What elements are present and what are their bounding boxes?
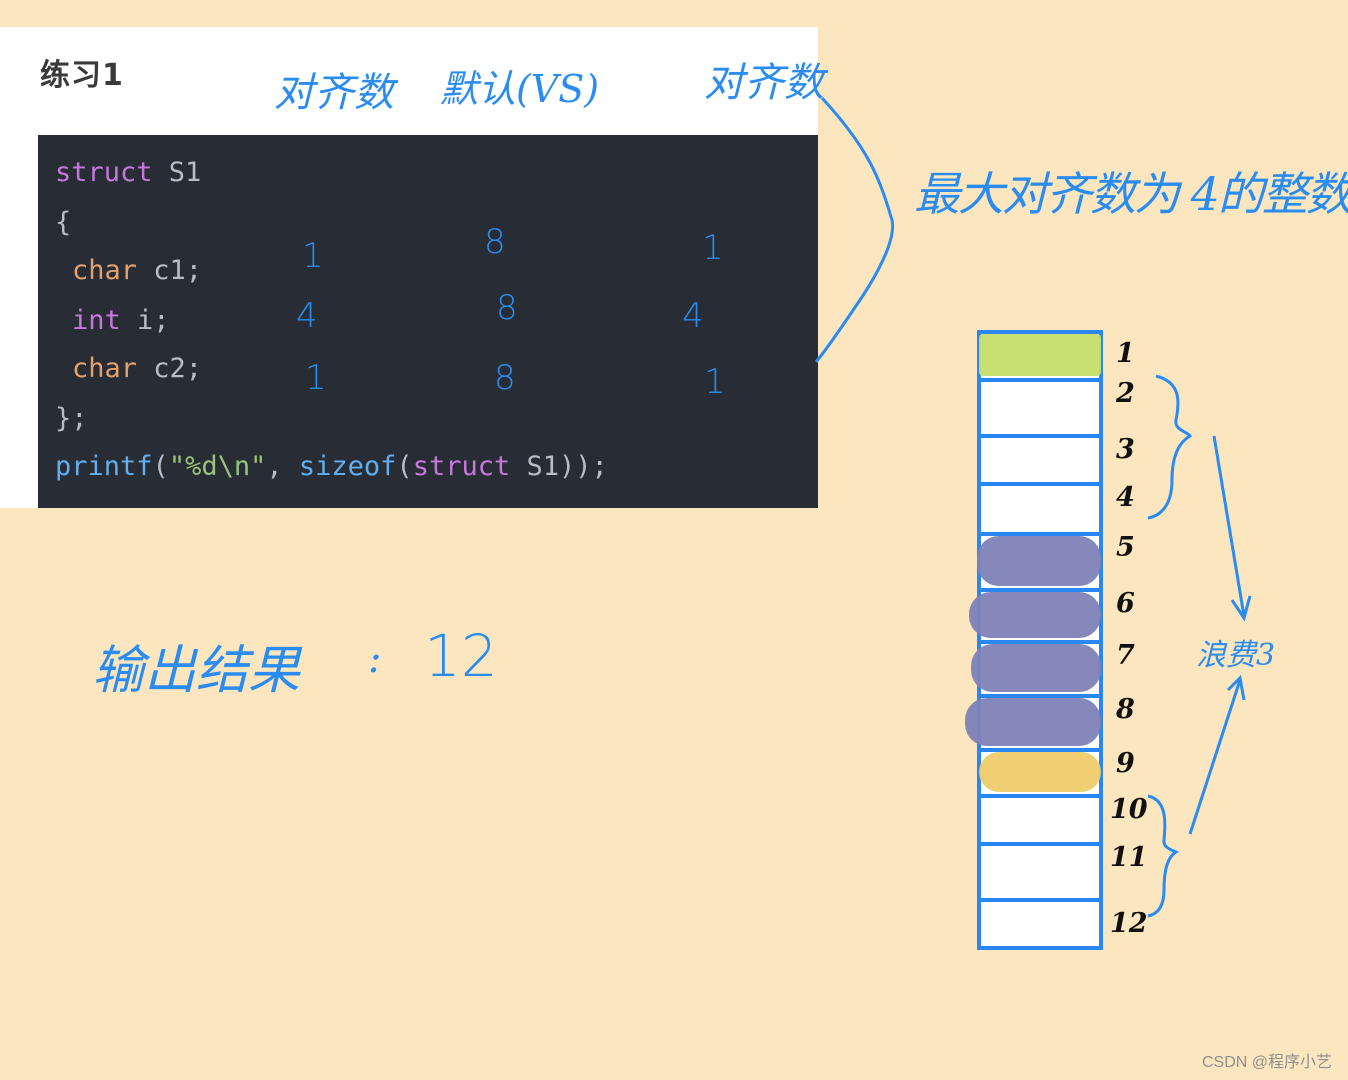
code-text: ( [152, 451, 169, 482]
memory-index: 11 [1110, 842, 1148, 873]
col1-value: 1 [305, 358, 327, 398]
memory-index: 1 [1116, 338, 1135, 369]
memory-fill-i [971, 644, 1101, 692]
col3-value: 1 [704, 362, 726, 402]
memory-cell [977, 378, 1103, 438]
memory-index: 10 [1110, 794, 1148, 825]
arrow-up-head [1226, 674, 1246, 701]
code-line-4: int i; [72, 305, 170, 336]
max-alignment-note: 最大对齐数为 4的整数倍 [914, 167, 1348, 221]
memory-fill-i [977, 536, 1101, 586]
output-value: 12 [424, 622, 498, 690]
arrow-down-head [1230, 595, 1252, 622]
code-line-6: }; [55, 403, 88, 434]
code-type: char [72, 353, 138, 384]
code-keyword: struct [412, 451, 511, 482]
memory-index: 12 [1110, 908, 1148, 939]
memory-fill-c2 [979, 752, 1101, 792]
col2-value: 8 [494, 358, 516, 398]
brace-waste-bottom [1147, 794, 1180, 918]
memory-fill-c1 [979, 334, 1101, 376]
code-line-5: char c2; [72, 353, 202, 384]
brace-waste-top [1147, 374, 1192, 520]
col3-value: 1 [702, 228, 724, 268]
code-line-3: char c1; [72, 255, 202, 286]
memory-index: 5 [1116, 532, 1135, 563]
code-function: printf [55, 451, 153, 482]
code-text: c2; [137, 353, 203, 384]
code-function: sizeof [298, 451, 397, 482]
code-block: struct S1 { char c1; int i; char c2; }; … [38, 135, 818, 508]
col2-value: 8 [496, 288, 518, 328]
memory-index: 2 [1116, 378, 1135, 409]
memory-index: 6 [1116, 588, 1135, 619]
watermark: CSDN @程序小艺 [1201, 1054, 1332, 1071]
col3-value: 4 [682, 296, 704, 336]
code-line-2: { [55, 207, 72, 238]
col-header-default: 默认(VS) [440, 67, 600, 111]
code-text: i; [120, 305, 170, 336]
output-separator: : [368, 636, 382, 682]
exercise-title: 练习1 [40, 58, 124, 93]
memory-index: 3 [1116, 434, 1135, 465]
output-label: 输出结果 [92, 641, 301, 701]
memory-index: 8 [1116, 694, 1135, 725]
col1-value: 1 [302, 236, 324, 276]
code-keyword: struct [55, 157, 153, 188]
code-line-7: printf("%d\n", sizeof(struct S1)); [55, 451, 608, 482]
code-text: , [266, 451, 299, 482]
col-header-align-2: 对齐数 [704, 60, 824, 106]
memory-fill-i [965, 698, 1101, 746]
code-line-1: struct S1 [55, 157, 201, 188]
code-type: char [72, 255, 138, 286]
code-type: int [72, 305, 121, 336]
memory-index: 7 [1116, 640, 1135, 671]
waste-label: 浪费3 [1196, 638, 1276, 673]
code-text: c1; [137, 255, 203, 286]
col2-value: 8 [484, 222, 506, 262]
code-string: "%d\n" [168, 451, 267, 482]
memory-cell [977, 898, 1103, 950]
memory-fill-i [969, 592, 1101, 638]
col-header-align: 对齐数 [274, 70, 394, 116]
code-text: S1)); [510, 451, 608, 482]
memory-index: 4 [1116, 482, 1135, 513]
arrow-down [1212, 435, 1246, 617]
memory-cell [977, 434, 1103, 486]
code-text: S1 [152, 157, 202, 188]
code-text: ( [396, 451, 413, 482]
big-brace [814, 96, 895, 363]
col1-value: 4 [296, 296, 318, 336]
memory-index: 9 [1116, 748, 1135, 779]
arrow-up [1188, 679, 1242, 835]
